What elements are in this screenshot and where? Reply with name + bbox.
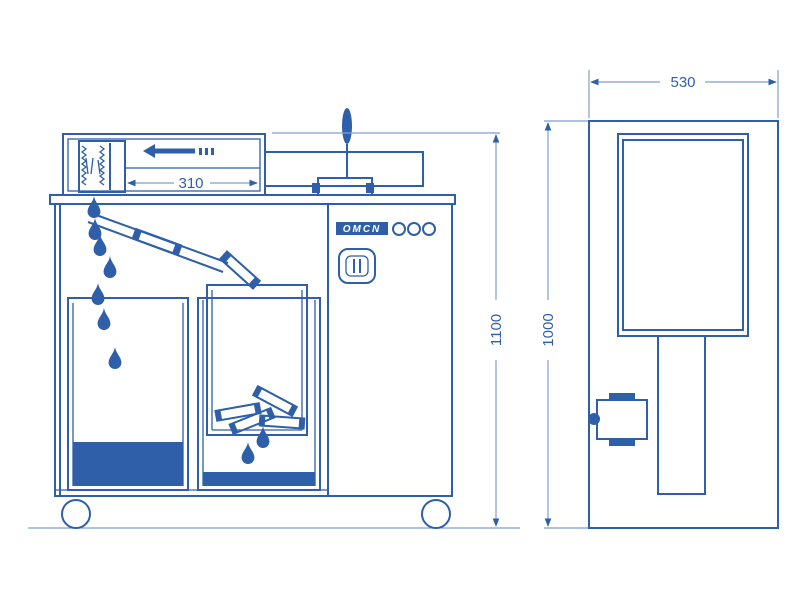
side-panel-inner [622,139,744,331]
height-dimension-side: 1000 [540,122,557,527]
drop-icon [97,308,111,330]
drop-icon [87,196,101,218]
oil-drops [87,196,270,464]
wheel-icon [61,499,91,529]
table-top [49,194,456,205]
indicator-light-2 [407,222,421,236]
side-column [657,335,706,495]
left-collection-bin [67,297,189,491]
brush-roller [78,140,126,193]
indicator-light-1 [392,222,406,236]
brand-logo [336,222,388,235]
side-cabinet [588,120,779,529]
height-dimension-front: 1100 [488,134,505,527]
oil-level [73,442,183,486]
wheel-icon [421,499,451,529]
drop-icon [103,256,117,278]
side-handle [588,393,648,446]
drop-icon [91,283,105,305]
cabinet-body [54,203,453,497]
filter-basket [206,284,308,436]
indicator-light-3 [422,222,436,236]
drop-icon [256,426,270,448]
right-collection-bin [197,284,321,491]
stripping-head: 310 [62,133,266,196]
power-switch [338,248,376,284]
width-dimension-side: 530 [588,70,779,118]
filter-part [131,227,262,290]
handle-lever-icon [342,108,352,144]
lever-assembly [264,108,424,196]
drop-icon [241,442,255,464]
arrow-left-icon [143,144,214,158]
front-view: 310 OMCN [28,108,520,529]
side-view: 1000 530 [540,70,779,529]
side-panel-outer [617,133,749,337]
drop-icon [108,347,122,369]
dim-label-310: 310 [178,175,203,192]
control-panel: OMCN [336,222,436,284]
svg-text:OMCN: OMCN [343,224,382,235]
dim-label-530: 530 [670,74,695,91]
dim-label-1100: 1100 [488,314,505,346]
dim-label-1000: 1000 [540,313,557,346]
